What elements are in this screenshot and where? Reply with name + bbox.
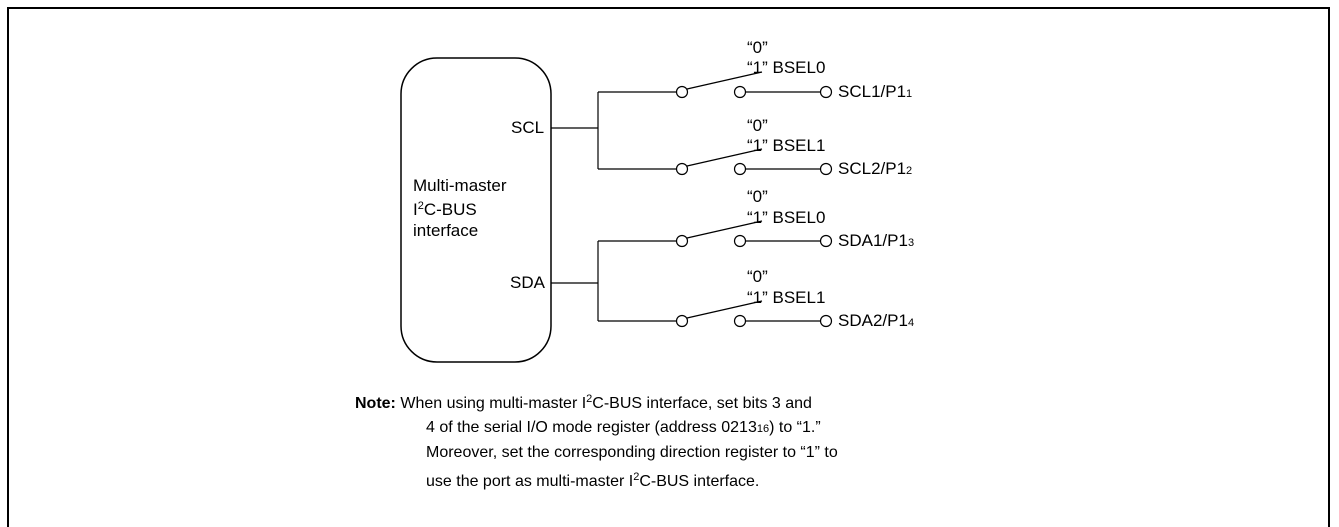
figure-note: Note: When using multi-master I2C-BUS in… bbox=[355, 387, 838, 494]
block-label-line2: I2C-BUS bbox=[413, 200, 477, 219]
switch-2 bbox=[675, 148, 833, 176]
switch-3 bbox=[675, 220, 833, 248]
switch-4-port-label: SDA2/P14 bbox=[838, 311, 915, 330]
switch-1-label-1: “1” BSEL0 bbox=[747, 58, 826, 77]
note-line-3: Moreover, set the corresponding directio… bbox=[426, 444, 838, 461]
switch-3-port-label: SDA1/P13 bbox=[838, 231, 915, 250]
switch-4-label-1: “1” BSEL1 bbox=[747, 288, 826, 307]
figure-frame bbox=[7, 7, 1330, 527]
switch-1-port-label: SCL1/P11 bbox=[838, 82, 913, 101]
switch-4 bbox=[675, 300, 833, 328]
switch-3-label-1: “1” BSEL0 bbox=[747, 208, 826, 227]
sda-pin-label: SDA bbox=[510, 273, 545, 292]
switch-2-label-0: “0” bbox=[747, 116, 768, 135]
note-heading: Note: bbox=[355, 395, 396, 412]
switch-4-label-0: “0” bbox=[747, 267, 768, 286]
block-label-line1: Multi-master bbox=[413, 176, 507, 195]
switch-1-label-0: “0” bbox=[747, 38, 768, 57]
switch-2-port-label: SCL2/P12 bbox=[838, 159, 913, 178]
block-label-line3: interface bbox=[413, 221, 479, 240]
switch-3-label-0: “0” bbox=[747, 187, 768, 206]
note-line-1: Note: When using multi-master I2C-BUS in… bbox=[355, 393, 812, 412]
note-line-2: 4 of the serial I/O mode register (addre… bbox=[426, 419, 821, 436]
interface-block-label: Multi-master I2C-BUS interface bbox=[413, 175, 507, 241]
switch-1 bbox=[675, 71, 833, 99]
note-line-4: use the port as multi-master I2C-BUS int… bbox=[426, 471, 760, 490]
scl-pin-label: SCL bbox=[511, 118, 545, 137]
switch-2-label-1: “1” BSEL1 bbox=[747, 136, 826, 155]
interface-block bbox=[400, 57, 552, 363]
